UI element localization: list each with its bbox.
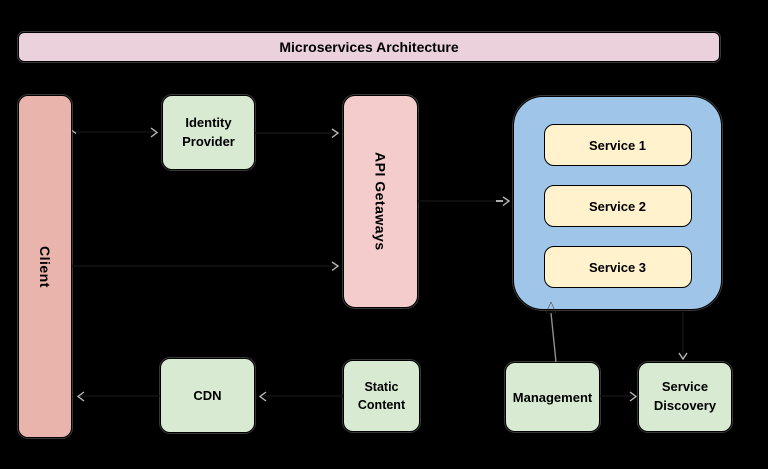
arrowhead-into-identity-provider (150, 127, 159, 138)
arrowhead-into-api-gateways-upper (331, 128, 340, 139)
node-static-content-label: Static Content (357, 379, 406, 412)
node-service-discovery-label: Service Discovery (653, 379, 717, 413)
node-service-2-label: Service 2 (588, 198, 647, 214)
node-service-1-label: Service 1 (588, 137, 647, 153)
arrowhead-into-cdn (258, 391, 267, 402)
arrowhead-into-api-gateways-lower (331, 261, 340, 272)
arrow-management-to-services-group (550, 312, 557, 363)
services-group-container: Service 1 Service 2 Service 3 (513, 96, 722, 310)
node-management-label: Management (512, 389, 593, 405)
title-banner-label: Microservices Architecture (279, 39, 459, 55)
title-banner: Microservices Architecture (18, 32, 720, 62)
wire-tail-at-client (71, 129, 77, 135)
node-client: Client (18, 95, 72, 438)
node-service-discovery: Service Discovery (638, 362, 732, 432)
node-identity-provider-label: Identity Provider (182, 114, 235, 149)
node-static-content: Static Content (343, 360, 420, 432)
node-api-gateways: API Getaways (343, 95, 418, 308)
node-client-label: Client (37, 245, 53, 288)
node-service-3-label: Service 3 (588, 259, 647, 275)
arrowhead-into-services-group (502, 196, 511, 207)
arrowhead-into-service-discovery-left (629, 391, 638, 402)
node-service-1: Service 1 (543, 124, 692, 166)
arrowhead-into-client (76, 391, 85, 402)
node-identity-provider: Identity Provider (162, 95, 255, 170)
node-management: Management (505, 362, 600, 432)
node-cdn: CDN (160, 358, 255, 433)
node-cdn-label: CDN (193, 388, 222, 403)
node-service-3: Service 3 (543, 246, 692, 288)
node-service-2: Service 2 (543, 185, 692, 227)
arrowhead-into-service-discovery-top (678, 352, 688, 361)
node-api-gateways-label: API Getaways (372, 152, 389, 251)
